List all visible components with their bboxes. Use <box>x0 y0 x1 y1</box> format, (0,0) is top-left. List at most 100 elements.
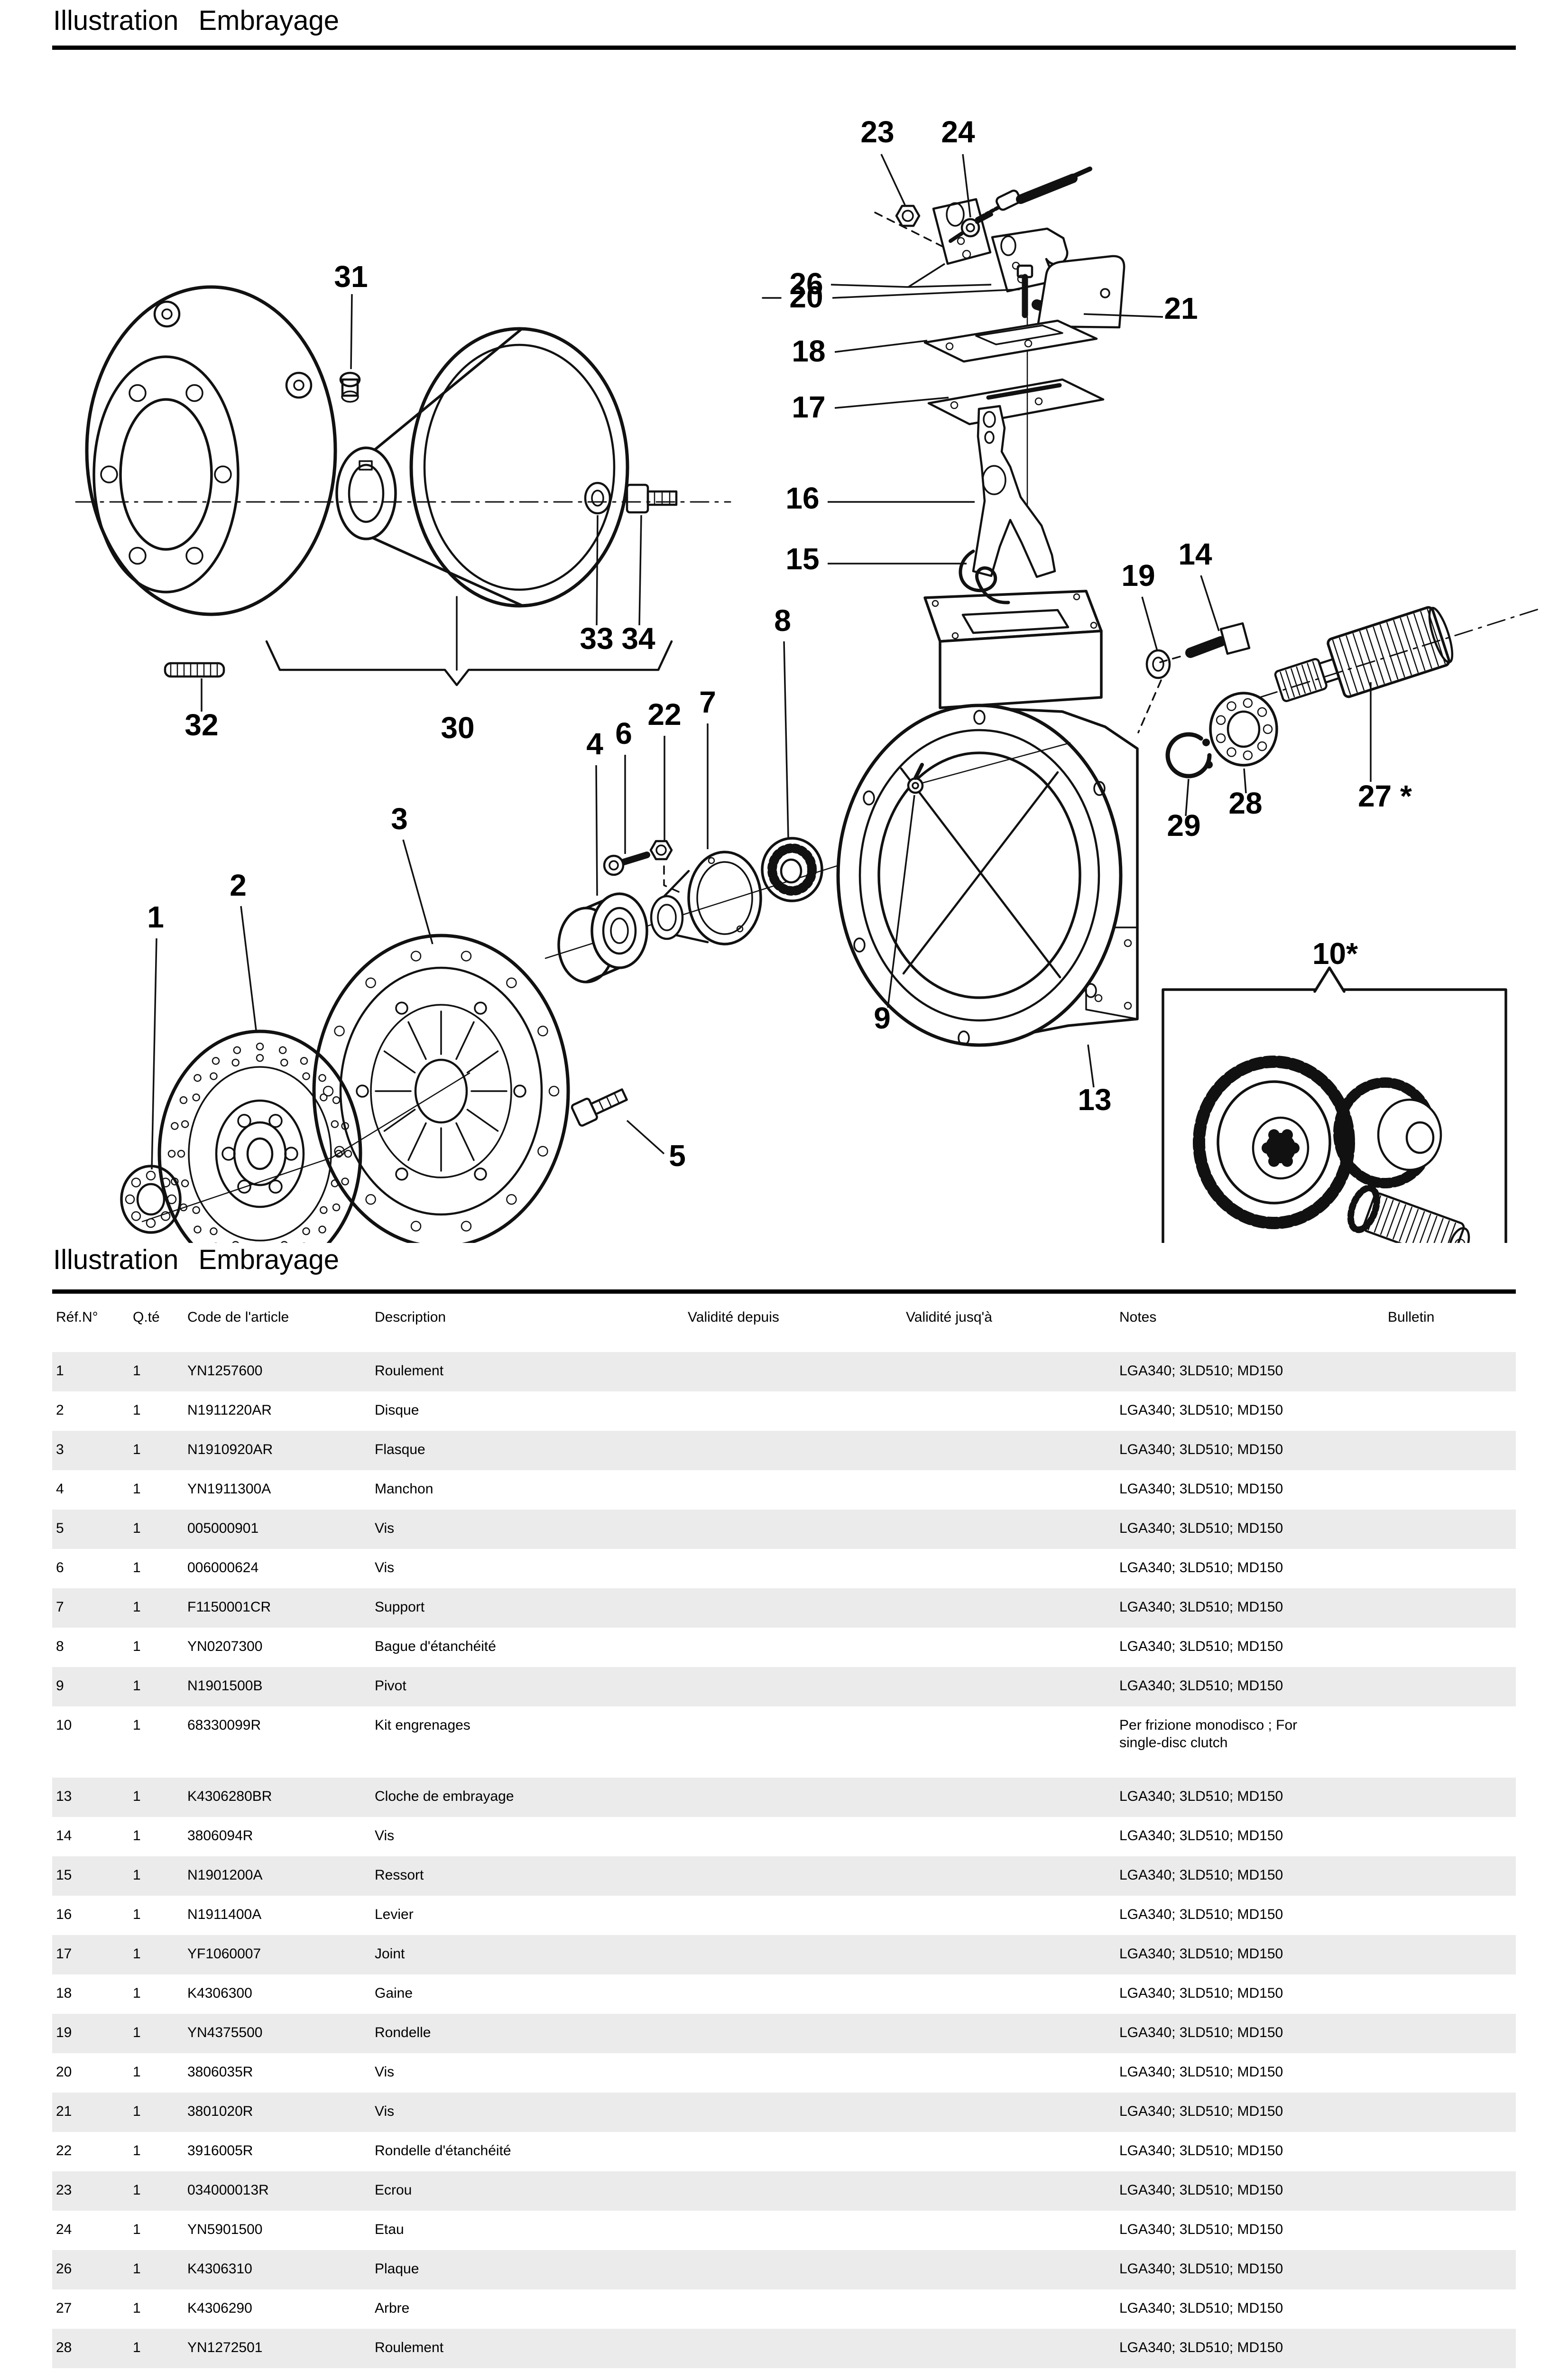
cell-col0: 29 <box>52 2368 129 2372</box>
cell-col1: 1 <box>133 2064 141 2080</box>
cell-col4 <box>684 1470 902 1510</box>
cell-col5 <box>902 1778 1116 1817</box>
cell-col1: 1 <box>133 2103 141 2119</box>
roulement-28-drawing <box>1209 692 1278 767</box>
cell-col1: 1 <box>133 1560 141 1575</box>
cell-col1: 1 <box>133 1599 141 1615</box>
leader-line <box>832 288 1020 299</box>
rondelle-19-drawing <box>1137 649 1171 733</box>
cell-col5 <box>902 1667 1116 1706</box>
cell-col1: 1 <box>133 1985 141 2001</box>
callout-27-star: 27 * <box>1358 779 1412 813</box>
cell-col4 <box>684 2053 902 2093</box>
cell-col4 <box>684 1628 902 1667</box>
cell-col4 <box>684 2250 902 2289</box>
cell-col7 <box>1384 2289 1516 2329</box>
cell-col0: 7 <box>56 1599 64 1615</box>
cell-col1: 1 <box>133 2182 141 2198</box>
cell-col0: 3 <box>56 1442 64 1457</box>
ecrou-23-drawing <box>895 204 921 227</box>
cell-col2: K4306290 <box>187 2300 252 2316</box>
cell-col4 <box>684 2368 902 2372</box>
cell-col2: 68330099R <box>187 1717 261 1733</box>
cell-col6: LGA340; 3LD510; MD150 <box>1119 1946 1283 1962</box>
column-header-1: Q.té <box>133 1309 160 1325</box>
cell-col0: 2 <box>56 1402 64 1418</box>
cell-col7 <box>1384 1510 1516 1549</box>
cell-col5 <box>902 1391 1116 1431</box>
leader-line <box>887 795 915 1008</box>
cell-col5 <box>902 1896 1116 1935</box>
cell-col1: 1 <box>133 1828 141 1844</box>
callout-19: 19 <box>1121 558 1155 593</box>
cell-col3: Vis <box>375 1828 395 1844</box>
vis-20-drawing <box>1016 264 1033 534</box>
cell-col5 <box>902 2171 1116 2211</box>
cell-col7 <box>1384 2171 1516 2211</box>
cell-col2: N1910920AR <box>187 1442 273 1457</box>
flasque-3-drawing <box>312 934 570 1243</box>
cell-col6: LGA340; 3LD510; MD150 <box>1119 2222 1283 2237</box>
housing-top-mount <box>923 590 1103 709</box>
ressort-15-drawing <box>959 549 1010 604</box>
leader-line <box>1185 778 1190 816</box>
column-header-6: Notes <box>1119 1309 1157 1325</box>
callout-31: 31 <box>334 259 368 294</box>
leader-line <box>908 263 945 288</box>
leader-line <box>240 906 257 1031</box>
callout-33: 33 <box>580 621 613 656</box>
cell-col4 <box>684 1352 902 1391</box>
gaine-18-drawing <box>923 319 1098 363</box>
cell-col2: N1911220AR <box>187 1402 272 1418</box>
cell-col6: LGA340; 3LD510; MD150 <box>1119 2182 1283 2198</box>
leader-line <box>783 641 789 838</box>
leader-line <box>626 1120 665 1155</box>
cable-drawing <box>975 167 1092 221</box>
cell-col2: YN0207300 <box>187 1639 263 1654</box>
column-header-5: Validité jusq'à <box>906 1309 992 1325</box>
cell-col1: 1 <box>133 2222 141 2237</box>
cell-col6: LGA340; 3LD510; MD150 <box>1119 2064 1283 2080</box>
callout-10-star: 10* <box>1312 936 1358 971</box>
levier-16-drawing <box>972 405 1056 578</box>
leader-line <box>402 839 434 945</box>
column-header-0: Réf.N° <box>56 1309 98 1325</box>
cell-col5 <box>902 1470 1116 1510</box>
cell-col0: 8 <box>56 1639 64 1654</box>
cell-col0: 18 <box>56 1985 72 2001</box>
leader-line <box>1083 313 1163 318</box>
cell-col7 <box>1384 2329 1516 2368</box>
cell-col2: 3806035R <box>187 2064 253 2080</box>
nut-axis-dash <box>874 212 946 249</box>
cell-col7 <box>1384 2093 1516 2132</box>
cell-col0: 15 <box>56 1867 72 1883</box>
cell-col3: Vis <box>375 1520 395 1536</box>
leader-line <box>596 515 599 626</box>
leader-line <box>834 340 928 353</box>
cell-col4 <box>684 2289 902 2329</box>
cell-col7 <box>1384 2211 1516 2250</box>
cell-col5 <box>902 2132 1116 2171</box>
cell-col3: Levier <box>375 1907 414 1922</box>
bague-seeger-29-drawing <box>1165 732 1213 778</box>
support-7-drawing <box>650 851 762 945</box>
cell-col7 <box>1384 1667 1516 1706</box>
cell-col1: 1 <box>133 1520 141 1536</box>
cell-col6: LGA340; 3LD510; MD150 <box>1119 1402 1283 1418</box>
cell-col0: 24 <box>56 2222 72 2237</box>
callout-26: 26 <box>789 267 823 301</box>
cell-col6: LGA340; 3LD510; MD150 <box>1119 1907 1283 1922</box>
cell-col1: 1 <box>133 2261 141 2277</box>
cell-col2: 3806094R <box>187 1828 253 1844</box>
cell-col2: YF1060007 <box>187 1946 261 1962</box>
cell-col2: F1150001CR <box>187 1599 271 1615</box>
cell-col5 <box>902 1706 1116 1778</box>
